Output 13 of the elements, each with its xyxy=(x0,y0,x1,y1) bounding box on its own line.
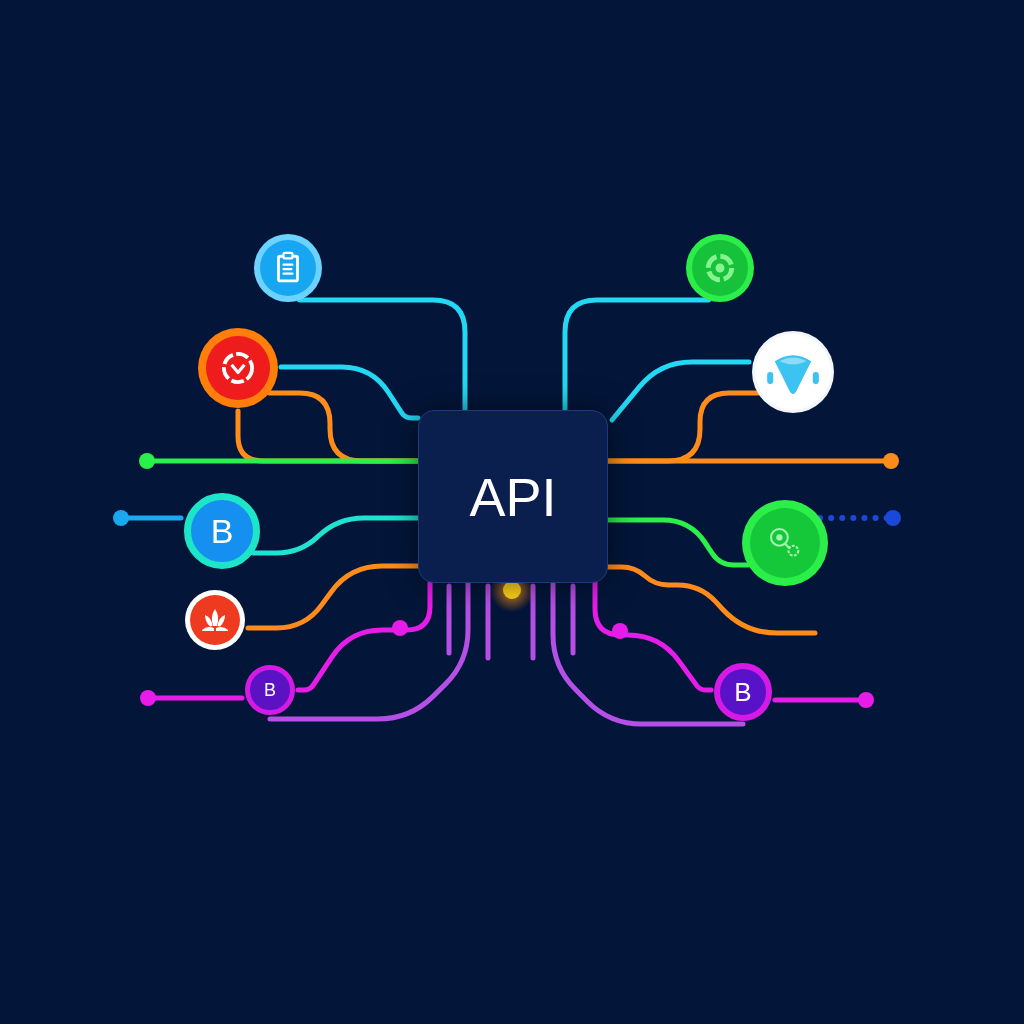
connector-line xyxy=(592,580,714,693)
connector-line xyxy=(113,510,184,526)
connector-line xyxy=(140,690,245,706)
hub-box xyxy=(418,410,608,583)
connector-line xyxy=(772,692,874,708)
connector-line xyxy=(278,364,421,421)
connector-line xyxy=(609,359,752,423)
hub-title: API xyxy=(469,469,557,524)
letter-label: B xyxy=(210,514,234,548)
connector-line xyxy=(817,510,901,526)
letter-label: B xyxy=(264,681,276,699)
letter-label: B xyxy=(734,679,752,705)
connector-line xyxy=(295,580,433,693)
